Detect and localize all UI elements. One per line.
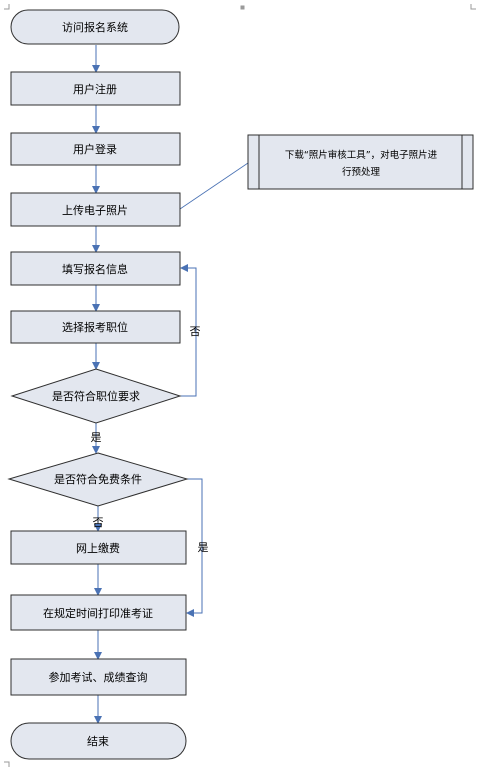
login-label: 用户登录	[73, 142, 117, 156]
end-label: 结束	[87, 735, 109, 748]
fee-waiver-decision	[7, 452, 189, 507]
upload-label: 上传电子照片	[62, 204, 128, 217]
register-box	[10, 71, 181, 106]
upload-box	[10, 192, 181, 227]
start-terminal	[10, 9, 180, 45]
edge-label-fee-no: 否	[93, 516, 104, 529]
edge-label-fee-yes: 是	[198, 541, 209, 554]
note-connector	[179, 162, 249, 210]
print-ticket-label: 在规定时间打印准考证	[43, 606, 153, 620]
edge-label-req-yes: 是	[91, 431, 102, 444]
fee-waiver-label: 是否符合免费条件	[54, 472, 142, 486]
side-note-line2: 行预处理	[342, 166, 381, 178]
end-terminal	[10, 722, 187, 760]
arrow-req-no-loop	[180, 264, 197, 397]
register-label: 用户注册	[73, 82, 117, 96]
start-label: 访问报名系统	[62, 20, 128, 34]
fill-info-label: 填写报名信息	[62, 262, 128, 276]
login-box	[10, 132, 181, 166]
exam-box	[10, 658, 187, 696]
requirements-label: 是否符合职位要求	[52, 389, 140, 403]
arrow-fee-yes	[186, 478, 203, 617]
exam-label: 参加考试、成绩查询	[49, 670, 148, 684]
fill-info-box	[10, 251, 181, 286]
print-ticket-box	[10, 594, 187, 631]
page-corner-marks	[4, 4, 476, 767]
requirements-decision	[10, 368, 182, 424]
side-note-line1: 下载“照片审核工具”，对电子照片进	[285, 149, 438, 161]
select-position-box	[10, 310, 181, 344]
select-position-label: 选择报考职位	[62, 320, 128, 334]
edge-label-req-no: 否	[190, 325, 201, 338]
pay-online-box	[10, 530, 187, 565]
pay-online-label: 网上缴费	[76, 541, 120, 555]
side-note-box	[247, 134, 474, 190]
